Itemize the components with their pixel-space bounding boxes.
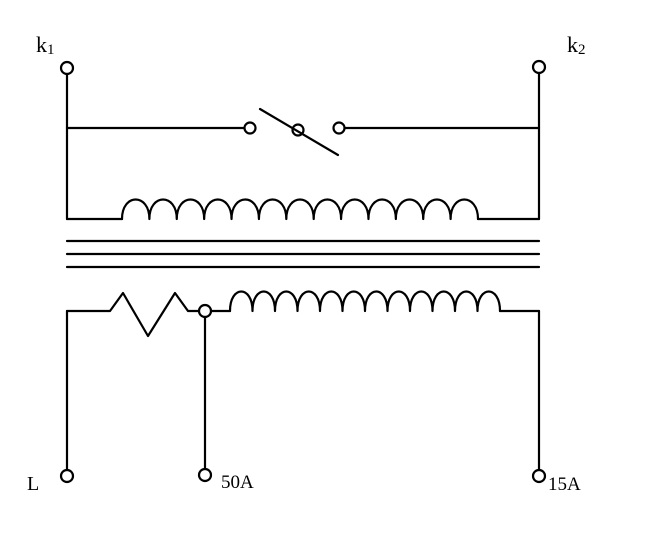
terminal-L-label: L xyxy=(27,473,39,495)
switch-blade xyxy=(258,107,340,157)
transformer-core xyxy=(65,239,541,269)
terminal-50A-label: 50A xyxy=(221,472,254,493)
terminal-k2 xyxy=(531,59,547,75)
switch-contact-left xyxy=(243,121,257,135)
tap-node-50A xyxy=(197,303,213,319)
terminal-15A-label: 15A xyxy=(548,474,581,495)
terminal-L xyxy=(59,468,75,484)
terminal-k2-label: k2 xyxy=(567,32,586,58)
primary-coil xyxy=(120,198,480,221)
switch-contact-right xyxy=(332,121,346,135)
terminal-15A xyxy=(531,468,547,484)
terminal-k1 xyxy=(59,60,75,76)
terminal-k1-label: k1 xyxy=(36,32,55,58)
secondary-coil xyxy=(228,290,502,313)
resistor xyxy=(65,291,201,338)
terminal-50A xyxy=(197,467,213,483)
